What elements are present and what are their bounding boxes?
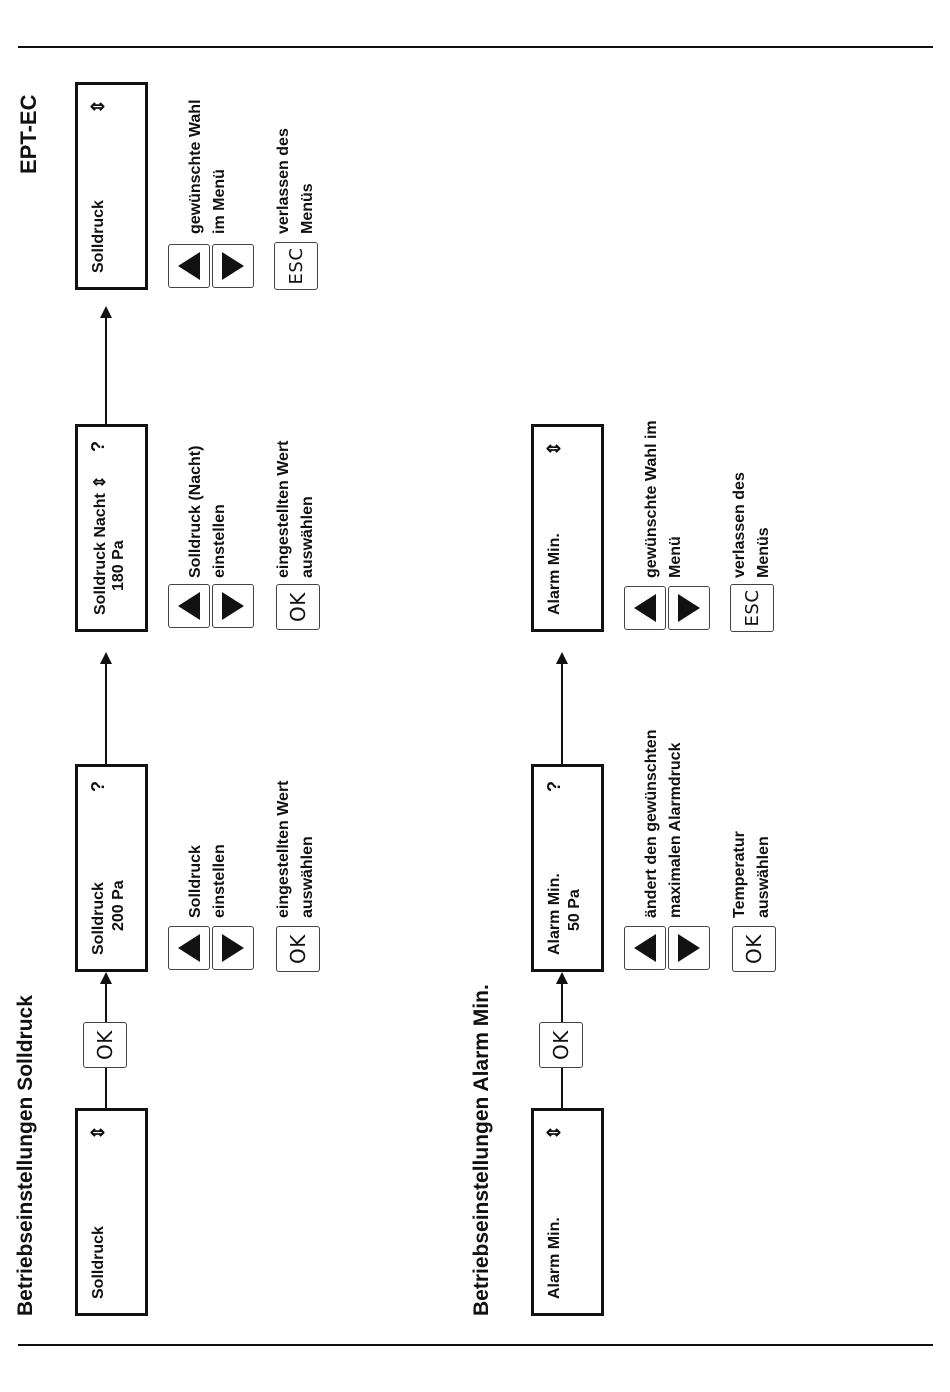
arrowhead <box>556 652 568 664</box>
display-solldruck-start: Solldruck ⇕ <box>75 1108 148 1316</box>
flow-line <box>105 664 107 764</box>
esc-description: verlassen des Menüs <box>731 472 772 578</box>
ok-description: eingestellten Wert auswählen <box>275 780 316 918</box>
up-arrow-button[interactable] <box>168 584 210 628</box>
ok-button[interactable]: OK <box>276 926 320 972</box>
display-alarm-edit: Alarm Min. 50 Pa ? <box>531 764 604 972</box>
up-arrow-button[interactable] <box>168 244 210 288</box>
down-arrow-button[interactable] <box>668 926 710 970</box>
ok-button[interactable]: OK <box>539 1022 583 1068</box>
down-arrow-button[interactable] <box>212 244 254 288</box>
display-line2: 200 Pa <box>110 880 127 931</box>
up-arrow-icon <box>178 592 200 620</box>
ok-button[interactable]: OK <box>732 926 776 972</box>
display-solldruck-edit: Solldruck 200 Pa ? <box>75 764 148 972</box>
question-icon: ? <box>88 781 108 792</box>
up-arrow-icon <box>178 252 200 280</box>
arrows-description: Solldruck einstellen <box>187 844 228 918</box>
updown-icon: ⇕ <box>88 99 108 115</box>
display-line1: Solldruck <box>90 1226 107 1299</box>
esc-button[interactable]: ESC <box>730 584 774 632</box>
updown-icon: ⇕ <box>88 1125 108 1141</box>
ok-button[interactable]: OK <box>276 584 320 630</box>
updown-icon: ⇕ <box>544 441 564 457</box>
ok-description: eingestellten Wert auswählen <box>275 440 316 578</box>
top-rule <box>18 1344 933 1346</box>
flow-line <box>105 318 107 424</box>
down-arrow-button[interactable] <box>668 586 710 630</box>
flow-line <box>561 1068 563 1108</box>
up-arrow-icon <box>178 934 200 962</box>
down-arrow-icon <box>222 252 244 280</box>
display-line1: Solldruck <box>90 200 107 273</box>
flow-line <box>105 984 107 1022</box>
display-line2: 180 Pa <box>110 540 127 591</box>
section-title-alarm-min: Betriebseinstellungen Alarm Min. <box>470 984 493 1316</box>
up-arrow-icon <box>634 594 656 622</box>
down-arrow-icon <box>222 934 244 962</box>
document-code: EPT-EC <box>16 94 41 174</box>
bottom-rule <box>18 46 933 48</box>
display-line1: Solldruck <box>90 882 107 955</box>
arrowhead <box>100 306 112 318</box>
arrows-description: gewünschte Wahl im Menü <box>187 99 228 234</box>
arrowhead <box>100 972 112 984</box>
display-line1: Alarm Min. <box>546 873 563 955</box>
up-arrow-button[interactable] <box>168 926 210 970</box>
down-arrow-icon <box>678 594 700 622</box>
down-arrow-button[interactable] <box>212 584 254 628</box>
ok-button[interactable]: OK <box>83 1022 127 1068</box>
up-arrow-icon <box>634 934 656 962</box>
arrows-description: Solldruck (Nacht) einstellen <box>187 445 228 578</box>
arrows-description: gewünschte Wahl im Menü <box>643 420 684 578</box>
display-solldruck-menu: Solldruck ⇕ <box>75 82 148 290</box>
display-line1: Solldruck Nacht ⇕ <box>92 475 109 615</box>
down-arrow-icon <box>222 592 244 620</box>
flow-line <box>105 1068 107 1108</box>
down-arrow-icon <box>678 934 700 962</box>
arrowhead <box>556 972 568 984</box>
ok-description: Temperatur auswählen <box>731 831 772 918</box>
section-title-solldruck: Betriebseinstellungen Solldruck <box>14 995 37 1316</box>
question-icon: ? <box>88 441 108 452</box>
down-arrow-button[interactable] <box>212 926 254 970</box>
flow-line <box>561 664 563 764</box>
question-icon: ? <box>544 781 564 792</box>
up-arrow-button[interactable] <box>624 586 666 630</box>
display-line1: Alarm Min. <box>546 1217 563 1299</box>
up-arrow-button[interactable] <box>624 926 666 970</box>
esc-button[interactable]: ESC <box>274 242 318 290</box>
display-alarm-menu: Alarm Min. ⇕ <box>531 424 604 632</box>
arrows-description: ändert den gewünschten maximalen Alarmdr… <box>643 729 684 918</box>
display-solldruck-nacht: Solldruck Nacht ⇕ 180 Pa ? <box>75 424 148 632</box>
updown-icon: ⇕ <box>544 1125 564 1141</box>
arrowhead <box>100 652 112 664</box>
display-alarm-start: Alarm Min. ⇕ <box>531 1108 604 1316</box>
esc-description: verlassen des Menüs <box>275 128 316 234</box>
display-line2: 50 Pa <box>566 889 583 931</box>
flow-line <box>561 984 563 1022</box>
display-line1: Alarm Min. <box>546 533 563 615</box>
